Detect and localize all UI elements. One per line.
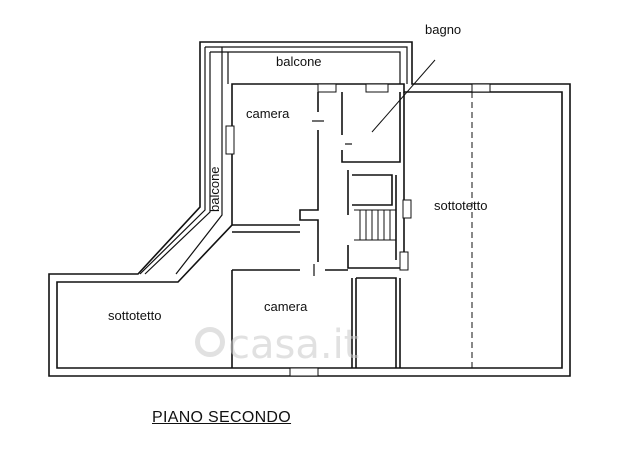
- room-label-camera-lower: camera: [264, 299, 308, 314]
- window-mark: [471, 83, 491, 93]
- balcone-left-rail-2: [144, 52, 211, 275]
- window-mark: [225, 125, 235, 155]
- room-label-sottotetto-left: sottotetto: [108, 308, 162, 323]
- wall-stair-bottom: [347, 245, 404, 269]
- balcone-left-rail-3: [175, 47, 223, 275]
- balcone-top-rail: [205, 46, 408, 84]
- window-mark: [289, 367, 319, 377]
- window-mark: [317, 83, 337, 93]
- balcone-top-rail-2: [210, 51, 401, 84]
- window-mark: [399, 251, 409, 271]
- room-label-balcone-top: balcone: [276, 54, 322, 69]
- wall-camera-upper-right-2: [299, 130, 319, 232]
- balcone-left-rail: [139, 47, 206, 275]
- room-label-balcone-left: balcone: [207, 166, 222, 212]
- watermark-text: casa.it: [228, 322, 360, 368]
- window-mark: [365, 83, 389, 93]
- floor-title: PIANO SECONDO: [152, 409, 292, 426]
- room-label-bagno: bagno: [425, 22, 462, 37]
- room-label-sottotetto-right: sottotetto: [434, 198, 488, 213]
- room-label-camera-upper: camera: [246, 106, 290, 121]
- wall-right-corridor: [356, 277, 397, 368]
- watermark-logo-icon: [195, 327, 225, 357]
- outer-wall: [48, 41, 571, 377]
- window-mark: [402, 199, 412, 219]
- wall-bagno-left-2: [341, 92, 401, 163]
- wall-stair-box: [352, 174, 393, 206]
- bagno-leader-line: [371, 59, 436, 133]
